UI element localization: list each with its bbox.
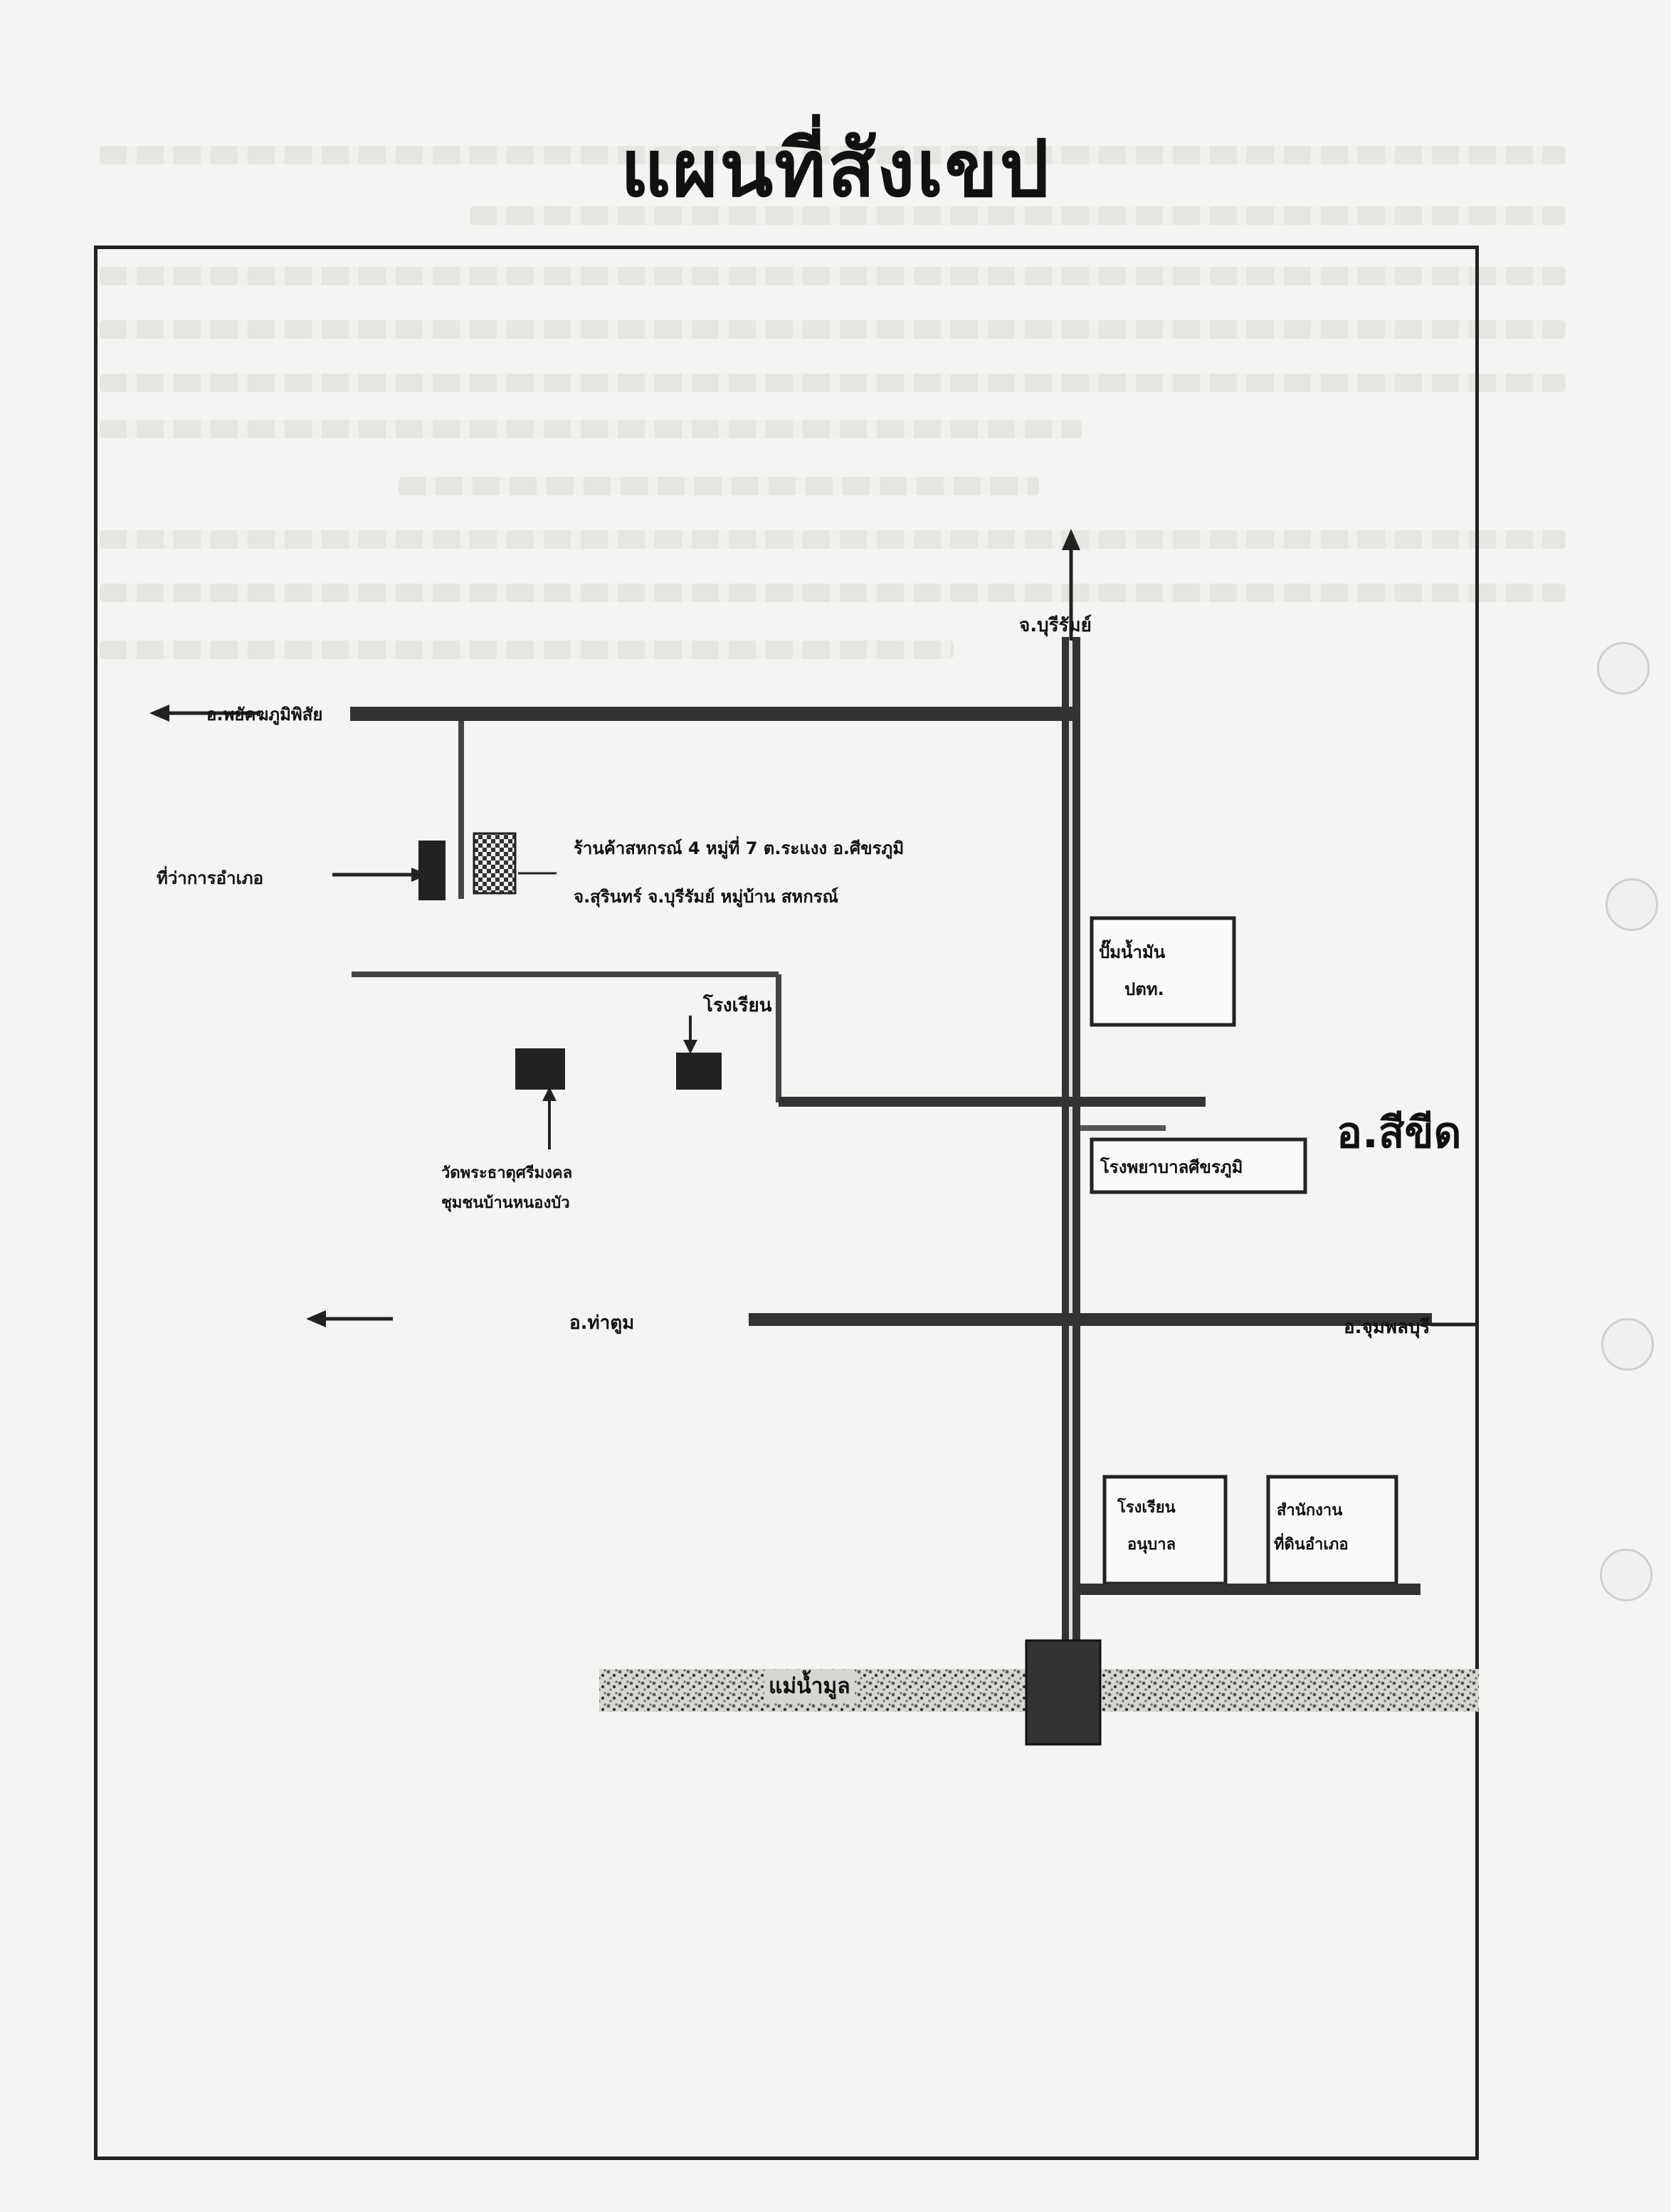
- label-west-top-road: อ.พยัคฆภูมิพิสัย: [206, 705, 323, 725]
- middle-horizontal-road: [749, 1313, 1432, 1326]
- top-horizontal-road: [350, 707, 1073, 721]
- hospital-box: [1090, 1137, 1307, 1194]
- bleed-through-line: [470, 206, 1566, 225]
- bleed-through-line: [100, 420, 1082, 438]
- label-temple-line1: วัดพระธาตุศรีมงคล: [441, 1164, 573, 1182]
- local-connector: [776, 974, 781, 1102]
- label-hospital: โรงพยาบาลศีขรภูมิ: [1100, 1157, 1243, 1177]
- lower-horizontal-road: [1080, 1584, 1420, 1595]
- label-school: โรงเรียน: [703, 995, 772, 1016]
- page-title: แผนที่สังเขป: [620, 123, 1051, 214]
- punch-hole: [1601, 1318, 1654, 1371]
- temple-block: [515, 1048, 565, 1090]
- local-road-horizontal: [352, 971, 779, 977]
- bleed-through-line: [100, 584, 1566, 602]
- bleed-through-line: [100, 267, 1566, 285]
- highway-centerline: [1069, 637, 1072, 1719]
- label-gas-station-line1: ปั๊มน้ำมัน: [1099, 942, 1166, 962]
- west-top-arrow-head: [149, 705, 169, 722]
- north-arrow-head: [1062, 529, 1080, 550]
- punch-hole: [1600, 1549, 1652, 1601]
- bleed-through-line: [100, 146, 1566, 164]
- label-district-office: ที่ว่าการอำเภอ: [157, 868, 263, 888]
- label-shop-line1: ร้านค้าสหกรณ์ 4 หมู่ที่ 7 ต.ระแงง อ.ศีขร…: [574, 838, 905, 858]
- bleed-through-line: [399, 477, 1039, 495]
- bleed-through-line: [100, 530, 1566, 549]
- punch-hole: [1597, 642, 1650, 695]
- gas-station-box: [1090, 916, 1236, 1027]
- local-road-vertical: [458, 721, 464, 899]
- school-arrow-head: [683, 1040, 697, 1054]
- district-office-block: [418, 841, 446, 900]
- right-lower-box: [1266, 1475, 1398, 1586]
- west-mid-arrow-head: [306, 1310, 326, 1327]
- sikhio-road: [779, 1097, 1206, 1107]
- label-gas-station-line2: ปตท.: [1124, 979, 1164, 999]
- label-left-box-line2: อนุบาล: [1127, 1536, 1176, 1554]
- sikhio-road-dash: [1080, 1125, 1166, 1131]
- label-right-box-line2: ที่ดินอำเภอ: [1274, 1536, 1349, 1554]
- label-north-road: จ.บุรีรัมย์: [1019, 615, 1092, 636]
- label-river: แม่น้ำมูล: [764, 1670, 855, 1703]
- shop-block: [473, 832, 517, 895]
- label-sikhio: อ.สีขีด: [1337, 1108, 1462, 1158]
- left-lower-box: [1102, 1475, 1228, 1586]
- bleed-through-line: [100, 320, 1566, 339]
- label-right-box-line1: สำนักงาน: [1277, 1502, 1343, 1520]
- punch-hole: [1606, 878, 1658, 931]
- bleed-through-line: [100, 641, 954, 659]
- label-left-box-line1: โรงเรียน: [1117, 1499, 1176, 1517]
- label-west-mid-road: อ.ท่าตูม: [569, 1312, 635, 1334]
- label-temple-line2: ชุมชนบ้านหนองบัว: [441, 1194, 570, 1212]
- bridge-block: [1025, 1639, 1102, 1746]
- map-frame: [94, 246, 1479, 2160]
- bleed-through-line: [100, 374, 1566, 392]
- sketch-map: [149, 529, 1479, 1746]
- label-shop-line2: จ.สุรินทร์ จ.บุรีรัมย์ หมู่บ้าน สหกรณ์: [574, 887, 838, 907]
- label-east-mid-road: อ.จุมพลบุรี: [1344, 1317, 1430, 1338]
- temple-arrow-head: [542, 1087, 557, 1101]
- school-block: [676, 1053, 722, 1090]
